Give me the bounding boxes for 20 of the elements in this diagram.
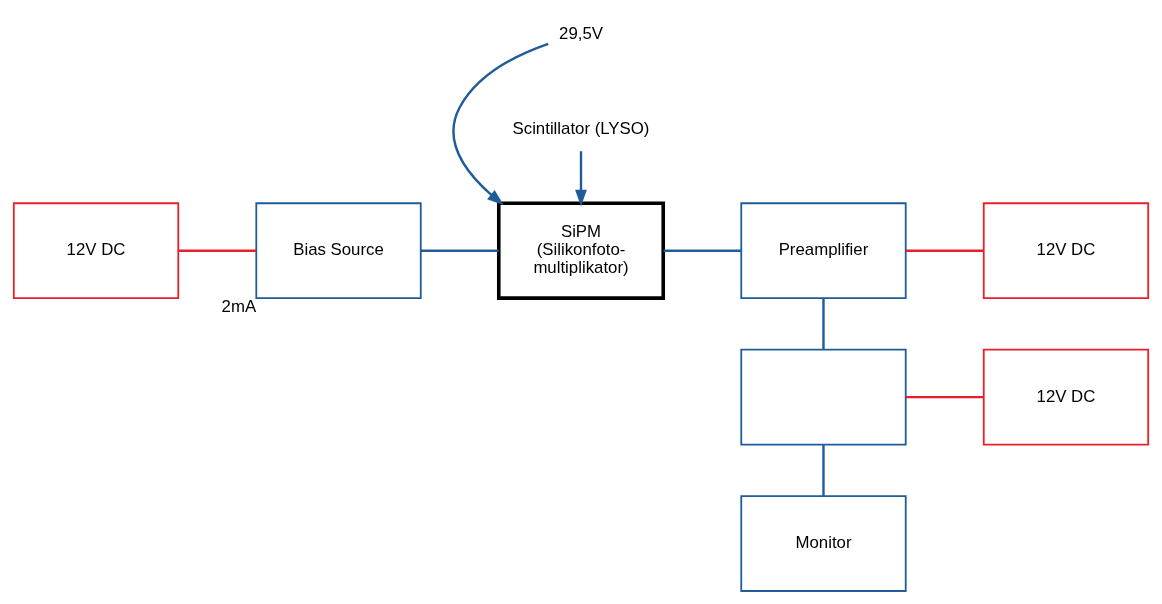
- node-box: 12V DC: [982, 202, 1150, 299]
- connector: [421, 249, 499, 252]
- node-text: 29,5V: [559, 24, 603, 44]
- node-box: [740, 348, 907, 446]
- node-box: Bias Source: [255, 202, 422, 299]
- connector: [663, 249, 742, 252]
- connector: [905, 395, 984, 399]
- node-box: Monitor: [740, 495, 907, 592]
- connector: [822, 298, 825, 350]
- node-box: 12V DC: [982, 348, 1150, 446]
- node-box: Preamplifier: [740, 202, 907, 299]
- arrow: [575, 151, 587, 207]
- node-label: 2mA: [221, 296, 257, 316]
- arrow: [452, 42, 549, 206]
- connector: [178, 249, 257, 252]
- node-box: 12V DC: [12, 202, 180, 299]
- node-text: Scintillator (LYSO): [512, 118, 650, 138]
- node-box: SiPM (Silikonfoto- multiplikator): [496, 201, 666, 300]
- connector: [905, 249, 984, 252]
- connector: [822, 444, 825, 497]
